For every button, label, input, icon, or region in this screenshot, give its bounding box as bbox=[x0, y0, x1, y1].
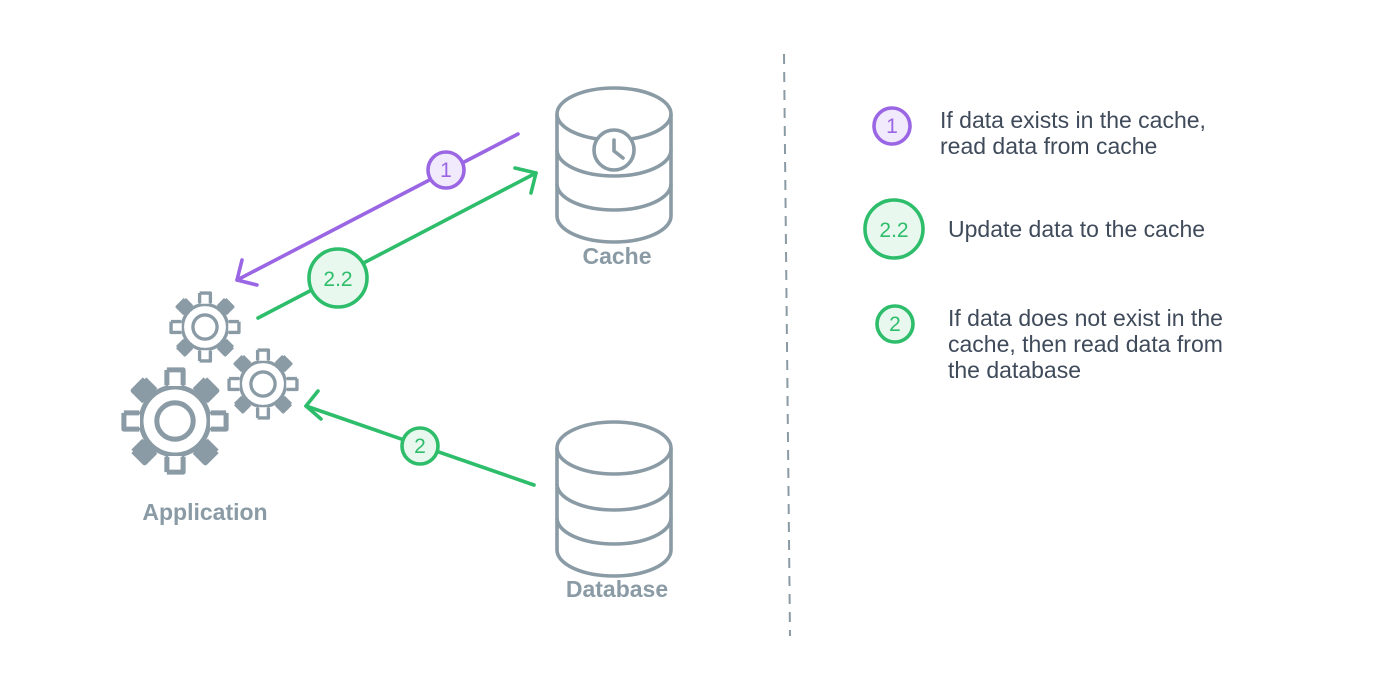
cache-label: Cache bbox=[582, 243, 651, 269]
arrow-read-cache: 1 bbox=[235, 132, 520, 287]
legend-item-3-badge: 2 bbox=[875, 304, 915, 344]
arrow-read-database: 2 bbox=[304, 389, 536, 487]
badge-2-2-icon bbox=[307, 247, 369, 309]
legend-item-3-text: If data does not exist in the cache, the… bbox=[948, 305, 1223, 383]
application-node: Application bbox=[103, 279, 311, 525]
legend-item-3-line-1: If data does not exist in the bbox=[948, 305, 1223, 331]
legend-item-2-line-1: Update data to the cache bbox=[948, 216, 1206, 242]
database-clock-icon bbox=[555, 86, 673, 244]
badge-1-icon bbox=[426, 150, 466, 190]
legend-item-2-badge: 2.2 bbox=[863, 198, 925, 260]
arrow-update-cache: 2.2 bbox=[256, 166, 538, 320]
legend-item-1-badge-text: 1 bbox=[886, 115, 898, 138]
application-label: Application bbox=[142, 499, 267, 525]
legend-item-2-badge-text: 2.2 bbox=[879, 219, 908, 242]
arrow-read-cache-badge: 1 bbox=[440, 159, 452, 182]
database-node: Database bbox=[555, 420, 673, 602]
database-label: Database bbox=[566, 576, 668, 602]
legend-item-1-line-2: read data from cache bbox=[940, 133, 1158, 159]
badge-2-icon bbox=[400, 426, 440, 466]
database-icon bbox=[555, 420, 673, 578]
divider-line bbox=[783, 53, 791, 637]
legend-item-2-text: Update data to the cache bbox=[948, 216, 1205, 242]
arrow-update-cache-badge: 2.2 bbox=[323, 268, 352, 291]
legend-item-3-line-3: the database bbox=[948, 357, 1082, 383]
arrow-read-database-badge: 2 bbox=[414, 435, 426, 458]
legend-item-1-badge: 1 bbox=[872, 106, 912, 146]
legend-item-1-text: If data exists in the cache, read data f… bbox=[940, 107, 1206, 159]
legend-item-3-badge-text: 2 bbox=[889, 313, 901, 336]
legend-item-1-line-1: If data exists in the cache, bbox=[940, 107, 1206, 133]
cache-node: Cache bbox=[555, 86, 673, 269]
gears-icon bbox=[103, 279, 311, 493]
legend-item-3-line-2: cache, then read data from bbox=[948, 331, 1223, 357]
